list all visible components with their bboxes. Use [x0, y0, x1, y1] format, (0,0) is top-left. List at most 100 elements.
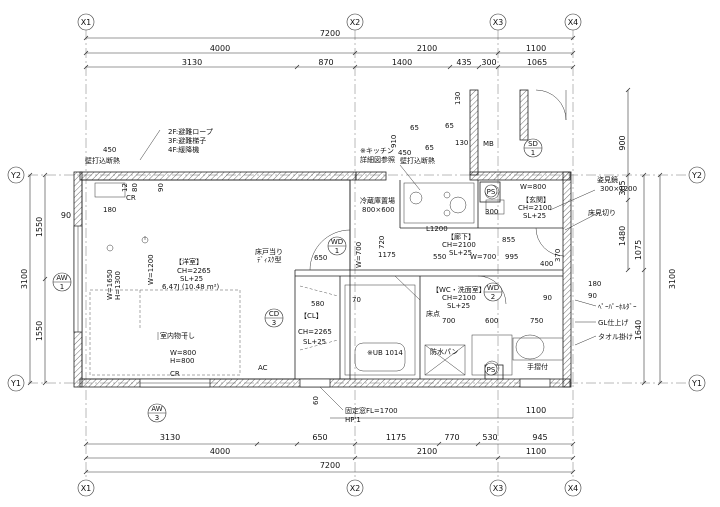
- dim-w800-entry: W=800: [520, 183, 546, 191]
- dim-600-wc: 600: [485, 317, 498, 325]
- svg-text:X3: X3: [493, 18, 504, 27]
- room-western-area: 6.47J (10.48 m²): [162, 283, 219, 291]
- tag-wd2: WD2: [483, 282, 503, 302]
- evac-note-3: 4F:緩降機: [168, 145, 199, 154]
- paper-holder-label: ﾍﾟｰﾊﾟｰﾎﾙﾀﾞｰ: [598, 303, 637, 311]
- floor-stop-label: 床戸当り: [255, 247, 283, 256]
- dim-top-870: 870: [318, 58, 333, 67]
- svg-text:PS: PS: [487, 366, 496, 374]
- dim-bottom-530: 530: [482, 433, 497, 442]
- dim-450-left: 450: [103, 146, 116, 154]
- dim-65-b: 65: [445, 122, 454, 130]
- svg-text:2: 2: [491, 293, 495, 301]
- svg-text:AW: AW: [151, 405, 162, 413]
- dim-bottom-650: 650: [312, 433, 327, 442]
- dim-bottom-1100-upper: 1100: [526, 406, 546, 415]
- dim-right-1480: 1480: [618, 226, 627, 246]
- fridge-label: 冷蔵庫置場: [360, 196, 395, 205]
- svg-text:SD: SD: [528, 140, 538, 148]
- window-w1200: W=1200: [147, 254, 155, 285]
- dim-left-1550b: 1550: [35, 321, 44, 341]
- dim-130-b: 130: [455, 139, 468, 147]
- svg-text:X4: X4: [568, 18, 579, 27]
- dim-650: 650: [314, 254, 327, 262]
- svg-text:X3: X3: [493, 484, 504, 493]
- dim-12: 12: [121, 183, 129, 192]
- dim-right-1640: 1640: [634, 320, 643, 340]
- dim-70-ub: 70: [352, 296, 361, 304]
- room-cl-sl: SL+25: [303, 338, 326, 346]
- handrail-label: 手摺付: [527, 362, 548, 371]
- floor-cut-label: 床見切り: [588, 208, 616, 217]
- room-hall-name: 【廊下】: [447, 232, 475, 241]
- dim-130: 130: [454, 92, 462, 105]
- dim-top-4000: 4000: [210, 44, 230, 53]
- dim-90-wc: 90: [543, 294, 552, 302]
- svg-text:X1: X1: [81, 484, 92, 493]
- dim-overall-top: 7200: [320, 29, 340, 38]
- floor-mark-label: 床点: [426, 309, 440, 318]
- svg-text:X2: X2: [350, 484, 361, 493]
- grid-bubble-x2-bottom: X2: [346, 479, 364, 497]
- svg-text:3: 3: [272, 319, 276, 327]
- window-h1300: H=1300: [114, 271, 122, 300]
- windows: [73, 225, 551, 388]
- svg-text:X1: X1: [81, 18, 92, 27]
- grid-bubble-y1-right: Y1: [688, 374, 706, 392]
- annotations: [139, 129, 601, 411]
- grid-bubble-x3-top: X3: [489, 13, 507, 31]
- window-w1650: W=1650: [106, 269, 114, 300]
- dim-bottom-945: 945: [532, 433, 547, 442]
- svg-text:Y2: Y2: [691, 171, 702, 180]
- unit-bath-label: ※UB 1014: [367, 349, 403, 357]
- mirror-label: 姿見鏡: [597, 175, 618, 184]
- dim-left-1550a: 1550: [35, 217, 44, 237]
- right-dimensions: 900 385 1480 1075 1640 3100: [618, 87, 677, 386]
- indoor-drying-label: 室内物干し: [160, 331, 195, 340]
- room-entry-name: 【玄関】: [522, 195, 550, 204]
- dim-top-1100: 1100: [526, 44, 546, 53]
- tag-aw1: AW1: [52, 272, 72, 292]
- dim-370: 370: [554, 249, 562, 262]
- waterproof-pan-label: 防水パン: [430, 347, 458, 356]
- room-wc-ch: CH=2100: [442, 294, 476, 302]
- fixed-window-note: 固定窓FL=1700: [345, 406, 398, 415]
- dim-left-90: 90: [61, 211, 71, 220]
- dim-w700-vertical: W=700: [355, 242, 363, 268]
- towel-bar-label: タオル掛け: [598, 332, 633, 341]
- grid-bubble-x4-bottom: X4: [564, 479, 582, 497]
- dim-910: 910: [390, 135, 398, 148]
- dim-580: 580: [311, 300, 324, 308]
- dim-bottom-4000: 4000: [210, 447, 230, 456]
- dim-65-a: 65: [410, 124, 419, 132]
- floor-stop-label-2: ﾃﾞｨｽｸ型: [257, 255, 282, 264]
- mirror-size: 300×1200: [600, 185, 637, 193]
- svg-text:1: 1: [335, 247, 339, 255]
- dim-l1200: L1200: [426, 225, 448, 233]
- dim-top-3130: 3130: [182, 58, 202, 67]
- top-dimensions: 7200 4000 2100 1100 3130 870 1400 435 30…: [83, 29, 576, 70]
- svg-text:PS: PS: [487, 188, 496, 196]
- dim-bottom-2100: 2100: [417, 447, 437, 456]
- fixtures: [89, 182, 564, 376]
- kitchen-note-2: 詳細図参照: [360, 155, 395, 164]
- dim-right-900: 900: [618, 135, 627, 150]
- dim-400: 400: [540, 260, 553, 268]
- mb-label: MB: [483, 140, 494, 148]
- grid-bubble-x2-top: X2: [346, 13, 364, 31]
- dim-bottom-770: 770: [444, 433, 459, 442]
- dim-1175: 1175: [378, 251, 396, 259]
- dim-right-1075: 1075: [634, 240, 643, 260]
- dim-700-wc: 700: [442, 317, 455, 325]
- room-cl-name: 【CL】: [300, 312, 323, 320]
- dim-80: 80: [131, 183, 139, 192]
- dim-450-right: 450: [398, 149, 411, 157]
- grid-bubble-x3-bottom: X3: [489, 479, 507, 497]
- dim-720: 720: [378, 236, 386, 249]
- svg-text:WD: WD: [487, 284, 499, 292]
- dim-855: 855: [502, 236, 515, 244]
- grid-bubble-y1-left: Y1: [7, 374, 25, 392]
- dim-750-wc: 750: [530, 317, 543, 325]
- window-h800: H=800: [170, 357, 195, 365]
